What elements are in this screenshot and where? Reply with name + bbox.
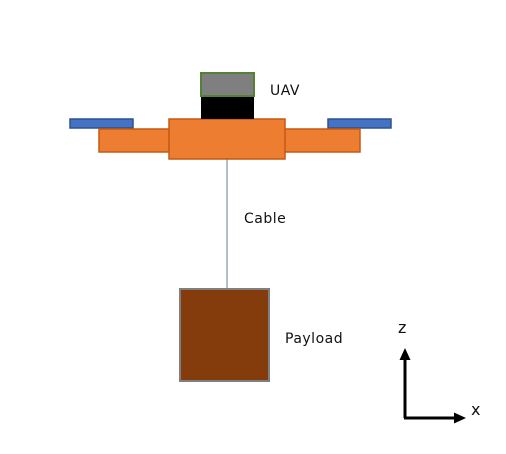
payload-box: [179, 288, 270, 382]
x-axis-label: x: [471, 400, 481, 419]
sensor-base: [201, 96, 254, 119]
z-axis-arrowhead: [399, 348, 411, 360]
payload-label: Payload: [285, 331, 344, 347]
uav-body: [168, 118, 286, 160]
uav-label: UAV: [270, 83, 301, 99]
cable-label: Cable: [244, 211, 287, 227]
sensor-top: [200, 72, 255, 97]
right-propeller: [327, 118, 392, 129]
right-arm: [283, 128, 361, 153]
x-axis-arrowhead: [454, 412, 466, 424]
z-axis-label: z: [398, 318, 407, 337]
left-propeller: [69, 118, 134, 129]
left-arm: [98, 128, 172, 153]
